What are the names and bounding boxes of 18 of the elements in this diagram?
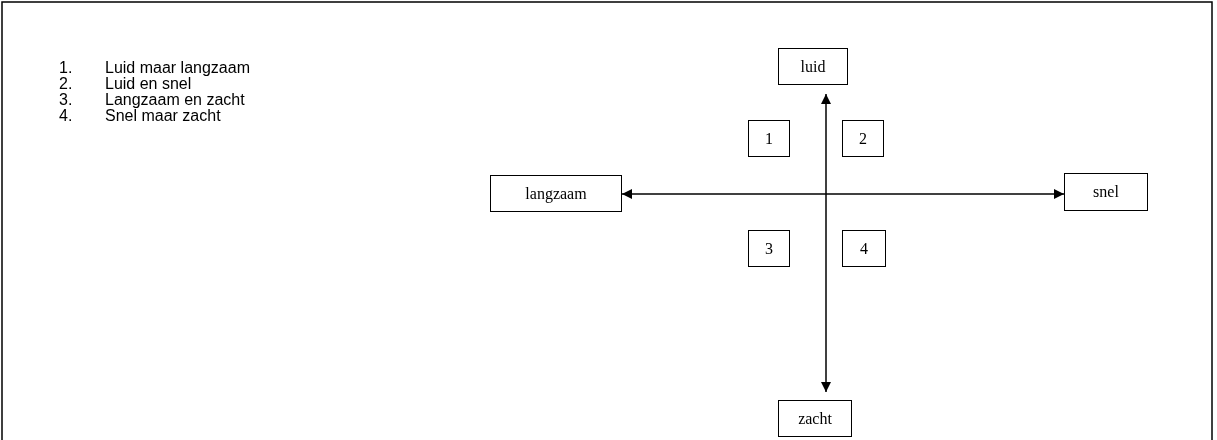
- label-box: 3: [748, 230, 790, 267]
- list-item-text: Luid maar langzaam: [105, 60, 250, 76]
- label-box: 1: [748, 120, 790, 157]
- list-item-text: Luid en snel: [105, 76, 192, 92]
- list-item-text: Snel maar zacht: [105, 108, 221, 124]
- double-arrow: [621, 189, 1065, 199]
- label-box: 2: [842, 120, 884, 157]
- label-box: 4: [842, 230, 886, 267]
- label-box: zacht: [778, 400, 852, 437]
- label-box: snel: [1064, 173, 1148, 211]
- list-item-text: Langzaam en zacht: [105, 92, 245, 108]
- list-number: 2.: [59, 76, 73, 92]
- list-number: 4.: [59, 108, 73, 124]
- label-box: luid: [778, 48, 848, 85]
- label-box: langzaam: [490, 175, 622, 212]
- double-arrow: [821, 93, 831, 393]
- list-number: 3.: [59, 92, 73, 108]
- list-number: 1.: [59, 60, 73, 76]
